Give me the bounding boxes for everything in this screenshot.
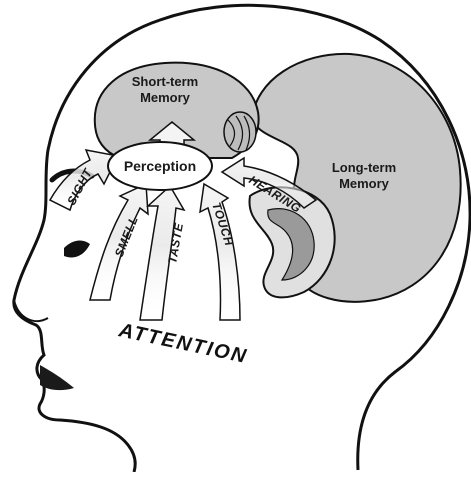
long-term-memory-label-1: Long-term xyxy=(332,160,396,175)
short-term-memory-label-2: Memory xyxy=(140,90,191,105)
hippocampus-spiral xyxy=(224,112,256,152)
long-term-memory-label-2: Memory xyxy=(339,176,390,191)
short-term-memory-label-1: Short-term xyxy=(132,74,198,89)
perception-label: Perception xyxy=(124,158,196,174)
